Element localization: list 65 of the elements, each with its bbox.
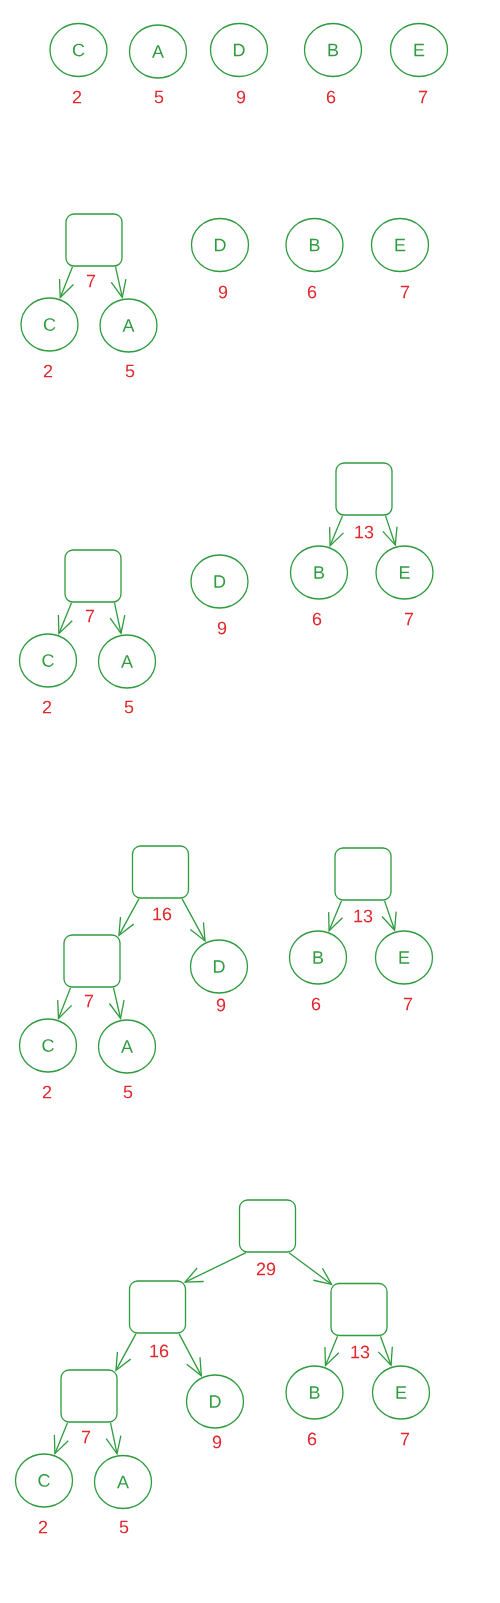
weight-label: 7 [404, 612, 414, 626]
arrow [118, 898, 140, 937]
arrow [57, 987, 73, 1020]
weight-label: 2 [72, 90, 82, 104]
arrow [53, 1422, 69, 1456]
weight-label: 7 [400, 1432, 410, 1446]
arrow [183, 1252, 247, 1283]
weight-label: 5 [124, 700, 134, 714]
weight-label: 5 [154, 90, 164, 104]
rounded-box [64, 549, 122, 603]
arrow [115, 1333, 137, 1372]
arrow [58, 266, 75, 300]
arrow [178, 1333, 203, 1378]
rounded-box [65, 213, 123, 267]
weight-label: 9 [217, 621, 227, 635]
weight-label: 7 [400, 285, 410, 299]
weight-label: 2 [42, 1085, 52, 1099]
weight-label: 6 [307, 1432, 317, 1446]
weight-label: 9 [236, 90, 246, 104]
weight-label: 7 [86, 274, 96, 288]
weight-label: 13 [354, 909, 373, 923]
arrow [328, 900, 344, 933]
weight-label: 6 [307, 285, 317, 299]
weight-label: 5 [125, 364, 135, 378]
weight-label: 7 [85, 609, 95, 623]
weight-label: 6 [312, 612, 322, 626]
weight-label: 16 [150, 1344, 169, 1358]
rounded-box [335, 462, 393, 516]
arrow [109, 602, 126, 635]
rounded-box [131, 845, 190, 899]
weight-label: 6 [311, 997, 321, 1011]
weight-label: 9 [216, 998, 226, 1012]
arrow [108, 987, 125, 1020]
arrow [329, 515, 345, 548]
weight-label: 16 [153, 907, 172, 921]
arrow [382, 515, 398, 547]
arrow [105, 1422, 122, 1456]
weight-label: 13 [351, 1345, 370, 1359]
arrow [57, 602, 73, 636]
weight-label: 2 [38, 1520, 48, 1534]
arrow [377, 1335, 393, 1367]
weight-label: 5 [119, 1520, 129, 1534]
rounded-box [60, 1369, 118, 1423]
weight-label: 6 [326, 90, 336, 104]
weight-label: 7 [84, 994, 94, 1008]
weight-label: 9 [218, 285, 228, 299]
arrow [288, 1252, 333, 1286]
weight-label: 2 [43, 364, 53, 378]
rounded-box [128, 1280, 187, 1334]
weight-label: 29 [256, 1262, 276, 1276]
weight-label: 7 [403, 997, 413, 1011]
arrow [324, 1335, 340, 1368]
arrow [381, 900, 397, 932]
rounded-box [330, 1282, 388, 1337]
weight-label: 5 [123, 1085, 133, 1099]
rounded-box [63, 934, 121, 988]
rounded-box [334, 847, 392, 901]
weight-label: 7 [81, 1430, 91, 1444]
arrow [181, 898, 206, 943]
weight-label: 13 [355, 525, 374, 539]
weight-label: 2 [42, 700, 52, 714]
weight-label: 9 [212, 1435, 222, 1449]
rounded-box [238, 1199, 297, 1253]
weight-label: 7 [418, 90, 428, 104]
arrow [110, 266, 127, 299]
